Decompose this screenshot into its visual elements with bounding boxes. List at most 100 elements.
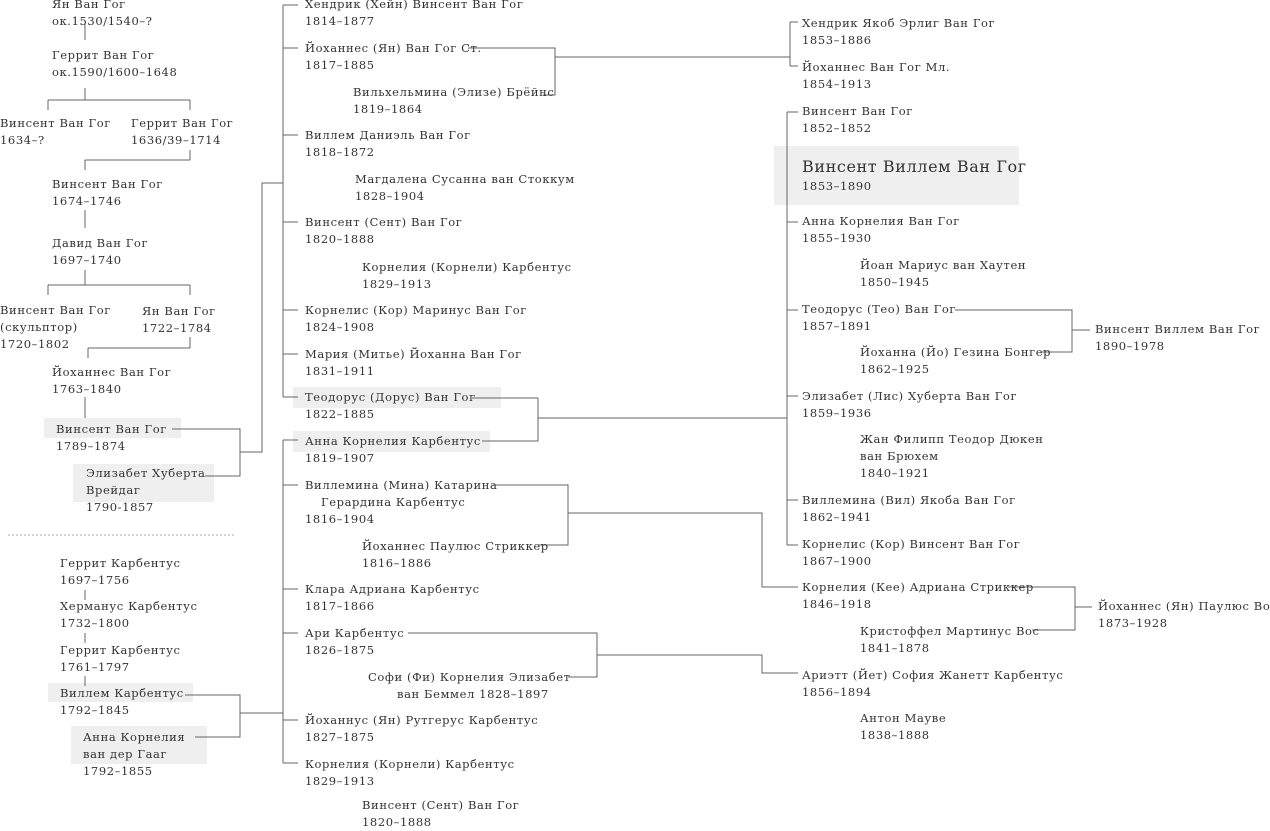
- person-dates: 1856–1894: [802, 685, 872, 699]
- person-name: Геррит Ван Гог: [52, 48, 155, 62]
- person-dates: 1720–1802: [0, 337, 70, 351]
- person-name: Геррит Карбентус: [60, 643, 181, 657]
- person-card: Йоханнес Паулюс Стриккер 1816–1886: [362, 538, 549, 572]
- person-name: Винсент Виллем Ван Гог: [802, 157, 1027, 176]
- person-name: Анна Корнелия Ван Гог: [802, 214, 960, 228]
- person-dates: ок.1590/1600–1648: [52, 65, 178, 79]
- person-name: Элизабет Хуберта: [86, 466, 206, 480]
- person-dates: 1853–1886: [802, 33, 872, 47]
- person-card: Хендрик Якоб Эрлиг Ван Гог 1853–1886: [802, 15, 995, 49]
- person-name: Геррит Карбентус: [60, 556, 181, 570]
- person-dates: 1761–1797: [60, 660, 130, 674]
- person-name: ван Брюхем: [860, 449, 939, 463]
- person-dates: 1816–1886: [362, 556, 432, 570]
- person-dates: 1862–1941: [802, 510, 872, 524]
- person-name: Винсент Ван Гог: [52, 177, 163, 191]
- person-card: Хендрик (Хейн) Винсент Ван Гог 1814–1877: [305, 0, 523, 30]
- person-name: Ари Карбентус: [305, 626, 405, 640]
- person-name: Ян Ван Гог: [52, 0, 126, 11]
- person-dates: 1792–1855: [83, 764, 153, 778]
- person-name: Хендрик Якоб Эрлиг Ван Гог: [802, 16, 996, 30]
- person-dates: 1814–1877: [305, 14, 375, 28]
- person-dates: 1873–1928: [1098, 616, 1168, 630]
- person-name: Йоханнус (Ян) Рутгерус Карбентус: [305, 713, 539, 727]
- person-card: Мария (Митье) Йоханна Ван Гог 1831–1911: [305, 346, 522, 380]
- person-card: Йоан Мариус ван Хаутен 1850–1945: [860, 257, 1026, 291]
- person-dates: 1853–1890: [802, 179, 872, 193]
- highlight-anna-carbentus: [293, 431, 490, 452]
- person-note: (скульптор): [0, 320, 78, 334]
- person-dates: 1855–1930: [802, 231, 872, 245]
- person-dates: 1816–1904: [305, 512, 375, 526]
- person-name: Корнелия (Кее) Адриана Стриккер: [802, 580, 1034, 594]
- highlight-anna-van-der-gaag: [71, 726, 207, 764]
- person-dates: 1722–1784: [142, 321, 212, 335]
- person-name: Корнелия (Корнели) Карбентус: [305, 757, 515, 771]
- person-dates: 1831–1911: [305, 364, 375, 378]
- person-dates: 1850–1945: [860, 275, 930, 289]
- person-name: Йоханнес Ван Гог: [52, 365, 172, 379]
- person-card: Йоханнес Ван Гог Мл.1854–1913: [802, 59, 950, 93]
- person-dates: 1636/39–1714: [131, 133, 221, 147]
- person-name: Йоханна (Йо) Гезина Бонгер: [860, 345, 1052, 359]
- person-name: Виллемина (Вил) Якоба Ван Гог: [802, 493, 1016, 507]
- person-name: Хендрик (Хейн) Винсент Ван Гог: [305, 0, 524, 11]
- person-dates: 1829–1913: [362, 277, 432, 291]
- person-card: Анна Корнелия Ван Гог 1855–1930: [802, 213, 960, 247]
- person-dates: 1846–1918: [802, 597, 872, 611]
- person-name: Херманус Карбентус: [60, 599, 198, 613]
- person-card: Геррит Ван Гог ок.1590/1600–1648: [52, 47, 177, 81]
- person-card-vincent-willem: Винсент Виллем Ван Гог 1853–1890: [802, 156, 1027, 195]
- person-dates: 1828–1904: [355, 189, 425, 203]
- person-name: Герардина Карбентус: [321, 495, 466, 509]
- person-dates: 1838–1888: [860, 728, 930, 742]
- person-dates: 1818–1872: [305, 145, 375, 159]
- person-name: Винсент Ван Гог: [0, 303, 111, 317]
- person-name: Анна Корнелия: [83, 730, 186, 744]
- person-dates: 1634–?: [0, 133, 45, 147]
- highlight-vincent-1789: [44, 418, 181, 438]
- person-card: Ариэтт (Йет) София Жанетт Карбентус 1856–…: [802, 667, 1063, 701]
- person-dates: 1819–1907: [305, 451, 375, 465]
- person-name: Давид Ван Гог: [52, 236, 149, 250]
- person-name: Ариэтт (Йет) София Жанетт Карбентус: [802, 668, 1064, 682]
- highlight-vincent-willem: [774, 146, 1019, 205]
- person-name: Ян Ван Гог: [142, 304, 216, 318]
- person-name: Йоан Мариус ван Хаутен: [860, 258, 1027, 272]
- person-dates: 1854–1913: [802, 77, 872, 91]
- person-dates: 1859–1936: [802, 406, 872, 420]
- person-name: Винсент Виллем Ван Гог: [1095, 322, 1261, 336]
- person-card: Ян Ван Гог 1722–1784: [142, 303, 216, 337]
- highlight-willem-carbentus: [48, 683, 193, 702]
- person-name: Мария (Митье) Йоханна Ван Гог: [305, 347, 522, 361]
- person-name: Йоханнес (Ян) Ван Гог Ст.: [305, 41, 482, 55]
- person-name: Йоханнес Паулюс Стриккер: [362, 539, 549, 553]
- person-dates: 1890–1978: [1095, 339, 1165, 353]
- person-dates: 1789–1874: [56, 439, 126, 453]
